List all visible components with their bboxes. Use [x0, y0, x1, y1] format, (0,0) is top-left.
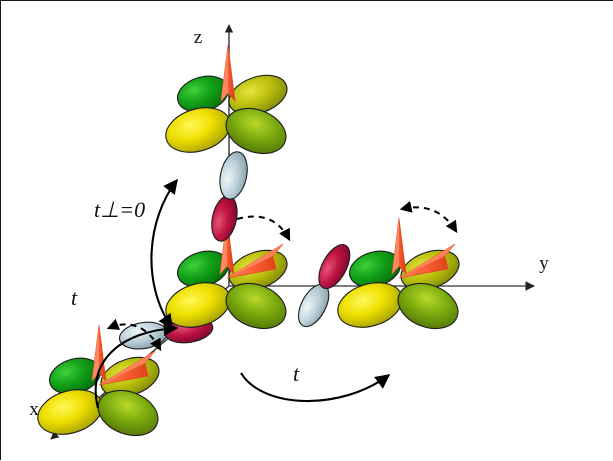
p-lobe-gray-blue-z — [219, 151, 248, 200]
label-t-bottom: t — [293, 361, 300, 386]
p-lobe-crimson-z — [211, 195, 238, 242]
label-t-perp: t⊥=0 — [94, 197, 145, 222]
rotation-arc-center — [236, 215, 291, 242]
p-lobe-crimson-y — [318, 244, 351, 290]
site-right-y — [331, 217, 466, 338]
axis-label-z: z — [194, 27, 202, 48]
spin-arrow-up-right-y — [391, 217, 407, 275]
rotation-arc-right — [399, 201, 458, 234]
t-bottom-arrow — [240, 372, 391, 403]
spin-arrow-up-top-z — [220, 44, 236, 102]
t-left-arrow — [94, 321, 179, 409]
p-orbital-y — [297, 244, 351, 328]
p-orbital-z — [211, 151, 248, 242]
axis-label-x: x — [29, 399, 39, 420]
site-top-z — [159, 44, 294, 163]
label-t-left: t — [71, 285, 78, 310]
axis-label-y: y — [539, 253, 549, 274]
t-perp-arrow — [150, 178, 178, 330]
